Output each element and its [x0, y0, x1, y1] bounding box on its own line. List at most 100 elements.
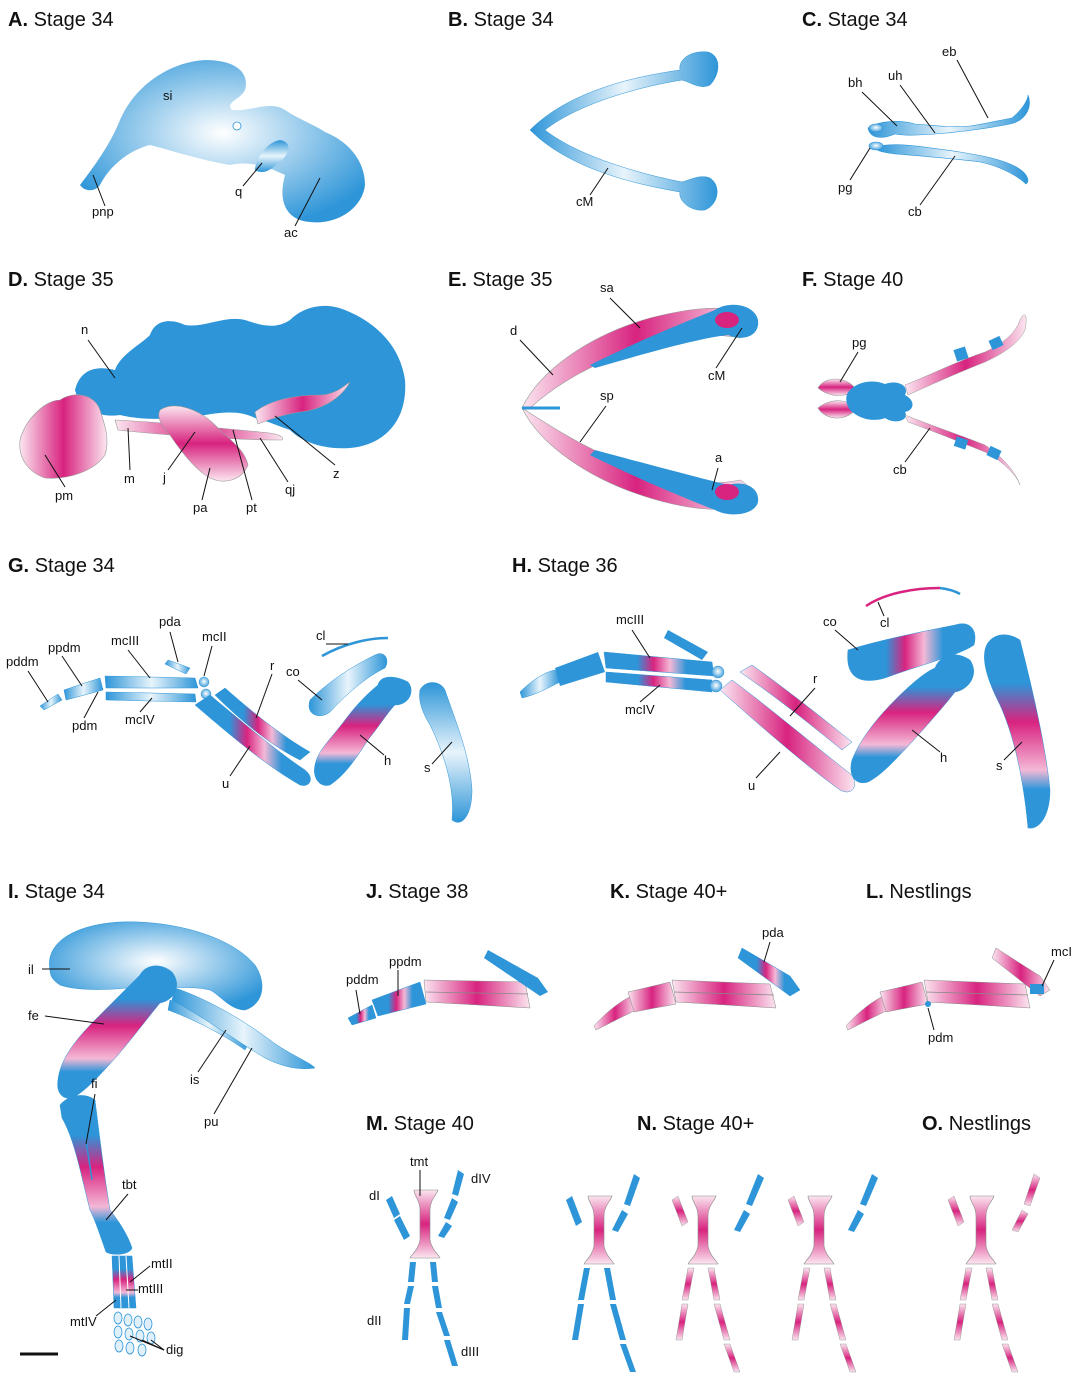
leader-r-g: [256, 674, 272, 718]
metacarpal-IV-g: [106, 692, 196, 702]
label-cb-f: cb: [893, 462, 907, 477]
leader-m: [128, 428, 130, 470]
panel-m: M. Stage 40 tmt dI dIV dII dIII: [366, 1113, 491, 1366]
phalanx-distal-k: [594, 996, 636, 1030]
panel-f-title: Stage 40: [823, 269, 903, 291]
palatine: [159, 406, 248, 481]
svg-text:F. Stage 40: F. Stage 40: [802, 269, 903, 291]
leader-u-g: [230, 746, 250, 776]
foramen-hole: [233, 122, 241, 130]
label-pdm-l: pdm: [928, 1030, 953, 1045]
label-qj: qj: [285, 482, 295, 497]
panel-l-letter: L.: [866, 881, 884, 903]
panel-j-letter: J.: [366, 881, 383, 903]
panel-b-title: Stage 34: [474, 9, 554, 31]
label-dig: dig: [166, 1342, 183, 1357]
metacarpals-l: [924, 980, 1030, 1008]
foot-o: [948, 1174, 1040, 1372]
articular-lower: [715, 484, 739, 500]
leader-q: [243, 163, 262, 186]
panel-c: C. Stage 34 bh uh eb pg cb: [802, 9, 1029, 219]
leader-is: [198, 1030, 226, 1072]
phalanx-distal-h: [520, 670, 560, 698]
phalanx-proximal-h: [555, 652, 605, 686]
foot-n-3: [788, 1174, 878, 1372]
phalanx-distal-j: [348, 1005, 376, 1025]
digit-IV-m: [438, 1170, 464, 1238]
leader-mcIV-h: [640, 685, 660, 702]
metacarpal-III-g: [105, 676, 198, 688]
label-cb-c: cb: [908, 204, 922, 219]
label-pnp: pnp: [92, 204, 114, 219]
articular-upper: [715, 312, 739, 328]
label-fi: fi: [91, 1076, 98, 1091]
clavicle-g: [322, 638, 388, 656]
phalanx-proximal-k: [628, 982, 676, 1012]
label-pg-f: pg: [852, 335, 866, 350]
label-j: j: [162, 470, 166, 485]
phalanx-distal-g: [40, 694, 62, 710]
panel-i-title: Stage 34: [25, 881, 105, 903]
panel-j-title: Stage 38: [388, 881, 468, 903]
leader-cM: [590, 168, 608, 195]
leader-co-h: [835, 630, 858, 650]
label-pa: pa: [193, 500, 208, 515]
label-pda-g: pda: [159, 614, 181, 629]
svg-text:E. Stage 35: E. Stage 35: [448, 269, 553, 291]
foot-n-1: [566, 1174, 640, 1372]
leader-cl-h: [878, 602, 884, 616]
panel-d-letter: D.: [8, 269, 28, 291]
label-mtII: mtII: [151, 1256, 173, 1271]
panel-n-letter: N.: [637, 1113, 657, 1135]
svg-text:A. Stage 34: A. Stage 34: [8, 9, 114, 31]
leader-qj: [260, 438, 288, 482]
label-d: d: [510, 323, 517, 338]
label-cM-e: cM: [708, 368, 725, 383]
label-dIV: dIV: [471, 1171, 491, 1186]
label-fe: fe: [28, 1008, 39, 1023]
panel-i: I. Stage 34 il fe is pu fi tbt mtII mtII…: [8, 881, 315, 1357]
panel-i-letter: I.: [8, 881, 19, 903]
panel-j: J. Stage 38 ppdm pddm: [346, 881, 548, 1025]
premaxilla: [20, 395, 107, 478]
panel-f-letter: F.: [802, 269, 818, 291]
leader-pddm-j: [356, 990, 360, 1014]
leader-u-h: [756, 752, 780, 778]
leader-eb: [957, 60, 988, 118]
panel-h: H. Stage 36 mcIII mcIV co cl r u h s: [512, 555, 1050, 828]
chondrocranium-cartilage: [80, 60, 365, 222]
ulna-g: [195, 695, 310, 786]
leader-mcII-g: [204, 646, 212, 676]
panel-g: G. Stage 34 pda mcII ppdm mcIII pddm pdm…: [6, 555, 472, 822]
panel-d-title: Stage 35: [34, 269, 114, 291]
label-dIII: dIII: [461, 1344, 479, 1359]
panel-e: E. Stage 35 sa d cM sp a: [448, 269, 758, 514]
svg-text:M. Stage 40: M. Stage 40: [366, 1113, 474, 1135]
label-pda-k: pda: [762, 925, 784, 940]
leader-pdm-g: [84, 692, 98, 718]
panel-k-letter: K.: [610, 881, 630, 903]
panel-n-title: Stage 40+: [663, 1113, 755, 1135]
meckel-cartilage: [530, 52, 718, 210]
label-co-g: co: [286, 664, 300, 679]
panel-h-title: Stage 36: [538, 555, 618, 577]
leader-mcIII-g: [128, 650, 150, 678]
label-h-h: h: [940, 750, 947, 765]
label-bh: bh: [848, 75, 862, 90]
leader-pda-k: [764, 942, 770, 962]
label-mcIII-g: mcIII: [111, 633, 139, 648]
label-dI: dI: [369, 1188, 380, 1203]
panel-h-letter: H.: [512, 555, 532, 577]
svg-text:I. Stage 34: I. Stage 34: [8, 881, 105, 903]
paraglossal-lower: [869, 142, 883, 150]
label-pddm-g: pddm: [6, 654, 39, 669]
panel-e-letter: E.: [448, 269, 467, 291]
label-pt: pt: [246, 500, 257, 515]
leader-cb-f: [905, 428, 930, 462]
leader-cb-c: [920, 156, 955, 205]
label-pg-c: pg: [838, 180, 852, 195]
label-sa: sa: [600, 280, 615, 295]
panel-o-title: Nestlings: [949, 1113, 1031, 1135]
panel-a: A. Stage 34 si pnp q ac: [8, 9, 365, 240]
leader-d: [520, 340, 553, 375]
